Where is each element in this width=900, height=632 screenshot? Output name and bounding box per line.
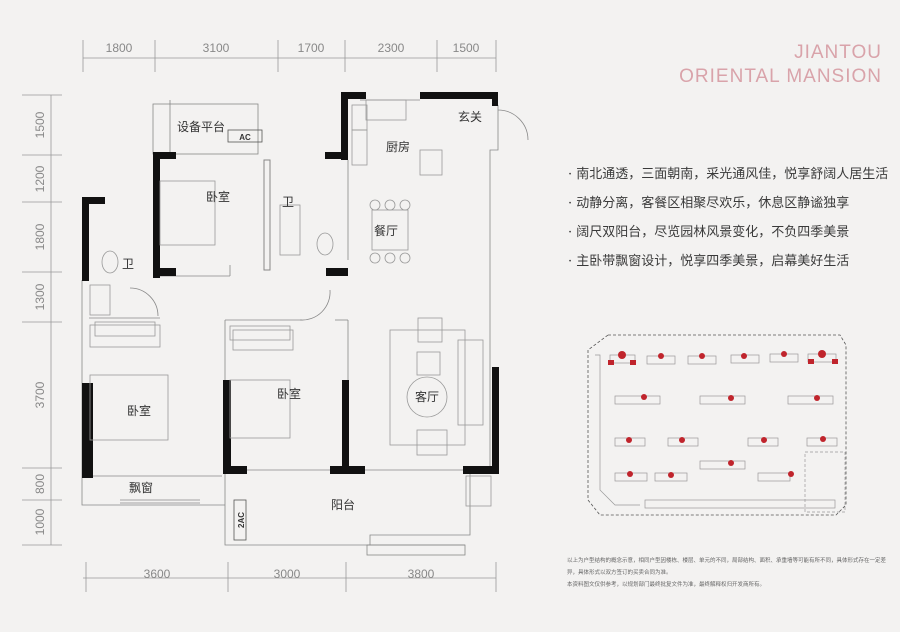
dim-left-3: 1800 (33, 223, 47, 250)
dim-top-2: 3100 (203, 41, 230, 55)
bed-north (159, 180, 216, 246)
feature-item: 南北通透，三面朝南，采光通风佳，悦享舒阔人居生活 (568, 166, 888, 195)
ac-unit (227, 129, 263, 143)
feature-list: 南北通透，三面朝南，采光通风佳，悦享舒阔人居生活 动静分离，客餐区相聚尽欢乐，休… (568, 166, 888, 282)
brand-title-line1: JIANTOU (794, 42, 882, 63)
ac-label: AC (239, 133, 251, 142)
left-dimension-line (22, 94, 62, 546)
dim-left-7: 1000 (33, 508, 47, 535)
feature-item: 动静分离，客餐区相聚尽欢乐，休息区静谧独享 (568, 195, 888, 224)
disclaimer-line: 以上为户型结构的概念示意，相同户型因楼栋、楼层、单元的不同，局部结构、面积、承重… (567, 558, 887, 576)
ac2-label: 2AC (237, 512, 246, 528)
site-plan (587, 334, 847, 516)
room-living: 客厅 (415, 389, 439, 404)
structural-walls (82, 92, 499, 478)
room-kitchen: 厨房 (386, 139, 410, 154)
disclaimer-line: 本资料图文仅供参考，以规划部门最终批复文件为准，最终解释权归开发商所有。 (567, 582, 766, 588)
dim-bottom-1: 3600 (144, 567, 171, 581)
room-equipment-platform: 设备平台 (177, 119, 225, 134)
brand-title-line2: ORIENTAL MANSION (679, 66, 882, 87)
dim-left-1: 1500 (33, 111, 47, 138)
dim-top-3: 1700 (298, 41, 325, 55)
disclaimer: 以上为户型结构的概念示意，相同户型因楼栋、楼层、单元的不同，局部结构、面积、承重… (567, 555, 892, 591)
room-bath-west: 卫 (122, 257, 134, 271)
room-master-bedroom: 卧室 (127, 403, 151, 418)
dim-top-1: 1800 (106, 41, 133, 55)
dim-left-2: 1200 (33, 165, 47, 192)
dim-bottom-2: 3000 (274, 567, 301, 581)
dim-bottom-3: 3800 (408, 567, 435, 581)
room-bay-window: 飘窗 (129, 481, 153, 495)
bottom-dimension-line (83, 562, 497, 592)
room-bath-center: 卫 (282, 195, 294, 209)
room-second-bedroom: 卧室 (277, 386, 301, 401)
dim-left-5: 3700 (33, 381, 47, 408)
dim-top-5: 1500 (453, 41, 480, 55)
room-balcony: 阳台 (331, 497, 355, 512)
feature-item: 阔尺双阳台，尽览园林风景变化，不负四季美景 (568, 224, 888, 253)
dim-top-4: 2300 (378, 41, 405, 55)
dim-left-6: 800 (33, 474, 47, 494)
room-bedroom-north: 卧室 (206, 189, 230, 204)
coffee-table (406, 376, 448, 418)
feature-item: 主卧带飘窗设计，悦享四季美景，启幕美好生活 (568, 253, 888, 282)
bed-master (89, 374, 169, 441)
room-dining: 餐厅 (374, 223, 398, 238)
bed-second (229, 379, 291, 439)
furniture (89, 99, 492, 507)
ac-unit-2 (233, 499, 247, 541)
room-foyer: 玄关 (458, 109, 482, 124)
dim-left-4: 1300 (33, 283, 47, 310)
top-dimension-line (82, 40, 497, 72)
